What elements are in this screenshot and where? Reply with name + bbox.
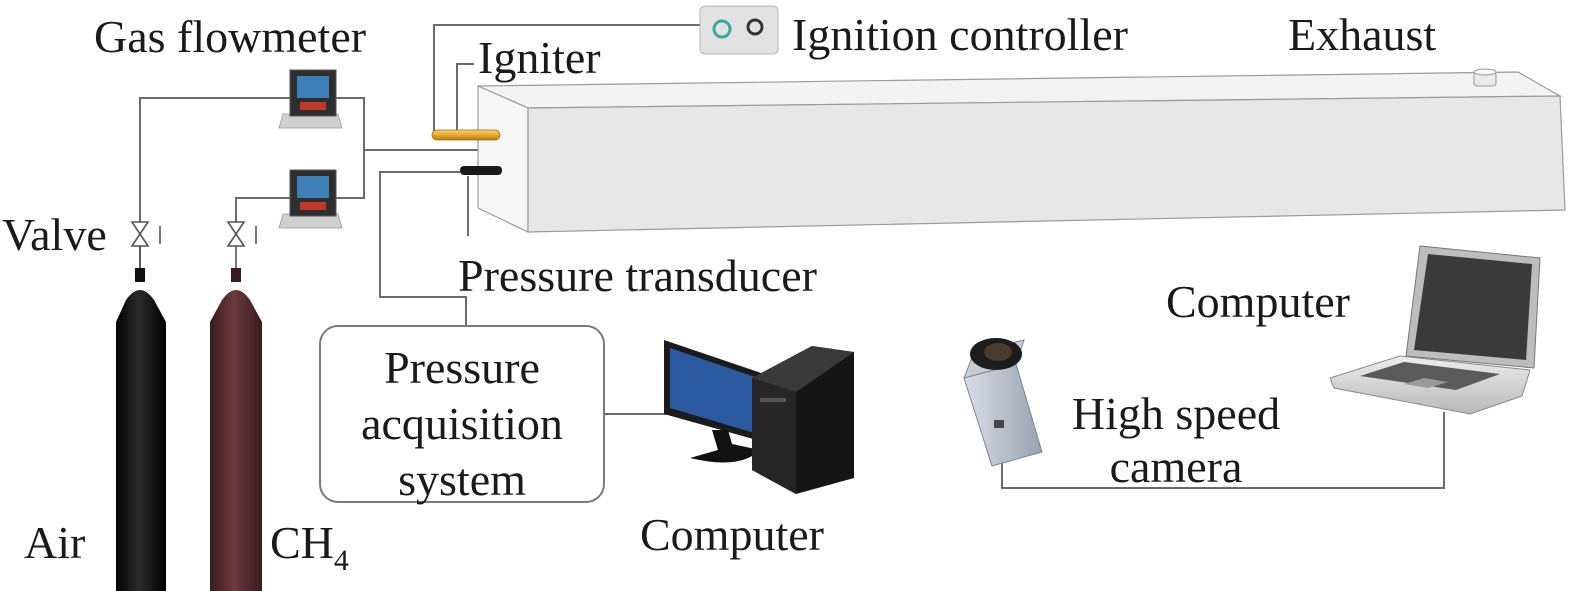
laptop-computer (1329, 245, 1541, 415)
air-label: Air (24, 517, 85, 568)
flowmeter-1-outlet-line (336, 97, 365, 150)
laptop-keyboard (1360, 362, 1500, 390)
camera-to-laptop-line (1001, 412, 1445, 489)
pressure-acquisition-label-line2: acquisition (361, 398, 563, 449)
exhaust-cap-top (1473, 68, 1497, 76)
gas-flowmeter-2 (278, 169, 343, 229)
controller-knob-cyan (712, 19, 732, 39)
combustion-duct (477, 68, 1566, 233)
gas-flowmeter-1 (278, 69, 343, 129)
flowmeter-1-display (300, 102, 326, 110)
duct-front-face (527, 95, 1566, 233)
ignition-wire (433, 24, 700, 132)
igniter-label: Igniter (478, 32, 601, 83)
ch4-cylinder (210, 268, 262, 591)
ignition-controller-device (699, 5, 779, 55)
camera-port (994, 420, 1004, 428)
air-cylinder-valve-stem (135, 268, 145, 282)
air-supply-line (139, 97, 290, 270)
desktop-computer-label: Computer (640, 509, 824, 560)
laptop-screen (1414, 254, 1532, 360)
ch4-cylinder-valve-stem (231, 268, 241, 282)
transducer-signal-line (379, 171, 467, 326)
labels: Gas flowmeter Igniter Ignition controlle… (2, 9, 1436, 577)
ignition-controller-box (699, 5, 779, 55)
controller-knob-dark (746, 18, 764, 36)
laptop-computer-label: Computer (1166, 276, 1350, 327)
connection-lines (139, 24, 1445, 489)
exhaust-label: Exhaust (1288, 9, 1436, 60)
gas-flowmeter-label: Gas flowmeter (94, 11, 366, 62)
monitor-screen (670, 348, 758, 434)
camera-lens-glass (984, 343, 1012, 361)
tower-front (752, 378, 796, 494)
pressure-transducer-sensor (460, 166, 502, 175)
ch4-label-base: CH (270, 517, 334, 568)
monitor-stand (690, 430, 760, 463)
high-speed-camera-label-line2: camera (1110, 441, 1243, 492)
ch4-supply-line (235, 197, 290, 222)
tower-top (752, 346, 854, 392)
ch4-label-subscript: 4 (334, 544, 349, 577)
camera-body (963, 363, 1043, 467)
ch4-label: CH4 (270, 517, 349, 577)
pressure-acquisition-label-line3: system (398, 454, 526, 505)
ch4-valve (226, 221, 257, 272)
ignition-controller-label: Ignition controller (792, 9, 1128, 60)
flowmeter-2-display (300, 202, 326, 210)
pressure-acquisition-label-line1: Pressure (384, 342, 540, 393)
desktop-computer (664, 340, 854, 494)
air-cylinder (116, 268, 166, 591)
ch4-cylinder-body (210, 290, 262, 591)
tower-drive-bay (760, 398, 786, 402)
igniter-rod (431, 129, 501, 141)
high-speed-camera-label-line1: High speed (1072, 388, 1280, 439)
duct-left-face (477, 85, 529, 233)
air-cylinder-body (116, 290, 166, 591)
flowmeter-1-screen (297, 76, 329, 98)
pressure-acquisition-box (319, 325, 605, 503)
high-speed-camera (963, 338, 1043, 467)
valve-label: Valve (2, 209, 107, 260)
air-valve (130, 221, 161, 272)
pressure-transducer-label: Pressure transducer (458, 250, 817, 301)
igniter-leader-line (456, 63, 474, 132)
flowmeter-2-screen (297, 176, 329, 198)
laptop-touchpad (1404, 378, 1448, 388)
flowmeter-2-outlet-line (336, 150, 365, 199)
